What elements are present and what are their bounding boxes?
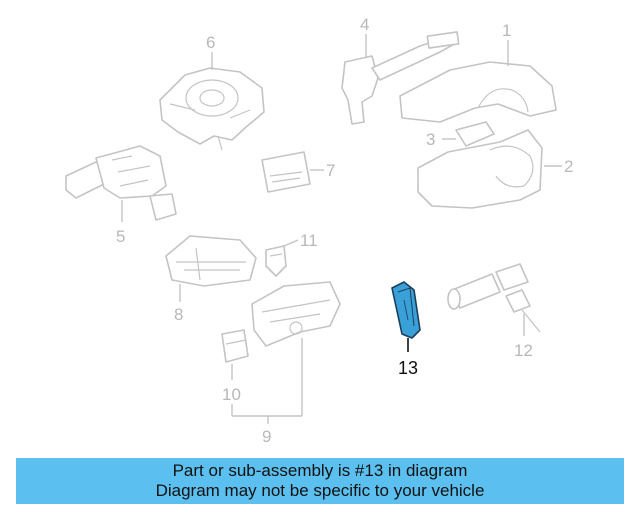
callout-3: 3	[426, 130, 435, 149]
part-11-bracket	[265, 245, 287, 277]
callout-1: 1	[502, 21, 511, 40]
callout-10: 10	[222, 385, 241, 404]
part-10-connector	[221, 329, 249, 363]
callout-4: 4	[360, 15, 369, 34]
caption-disclaimer-line: Diagram may not be specific to your vehi…	[155, 481, 485, 500]
callout-2: 2	[564, 157, 573, 176]
callout-9: 9	[262, 427, 271, 446]
callout-6: 6	[206, 33, 215, 52]
callout-7: 7	[326, 161, 335, 180]
part-1-upper-cover	[399, 61, 557, 123]
part-5-turn-signal-switch	[65, 145, 177, 221]
part-12-ignition-cylinder	[447, 263, 541, 333]
part-13-highlighted	[391, 281, 421, 339]
callout-5: 5	[116, 227, 125, 246]
part-8-switch-base	[165, 235, 257, 287]
part-3-trim	[455, 121, 495, 147]
caption-bar: Part or sub-assembly is #13 in diagram D…	[16, 458, 624, 504]
caption-part-line: Part or sub-assembly is #13 in diagram	[172, 461, 468, 480]
part-9-lock-housing	[251, 281, 341, 347]
parts-diagram: 6 4 1 3 2 5 7 8	[65, 15, 573, 446]
callout-13: 13	[398, 358, 418, 378]
part-6-clock-spring	[159, 67, 265, 151]
callout-11: 11	[300, 231, 318, 250]
callout-8: 8	[174, 305, 183, 324]
part-2-lower-cover	[417, 129, 543, 209]
part-7-module	[261, 151, 311, 193]
part-4-wiper-switch	[341, 31, 460, 125]
callout-12: 12	[514, 341, 533, 360]
